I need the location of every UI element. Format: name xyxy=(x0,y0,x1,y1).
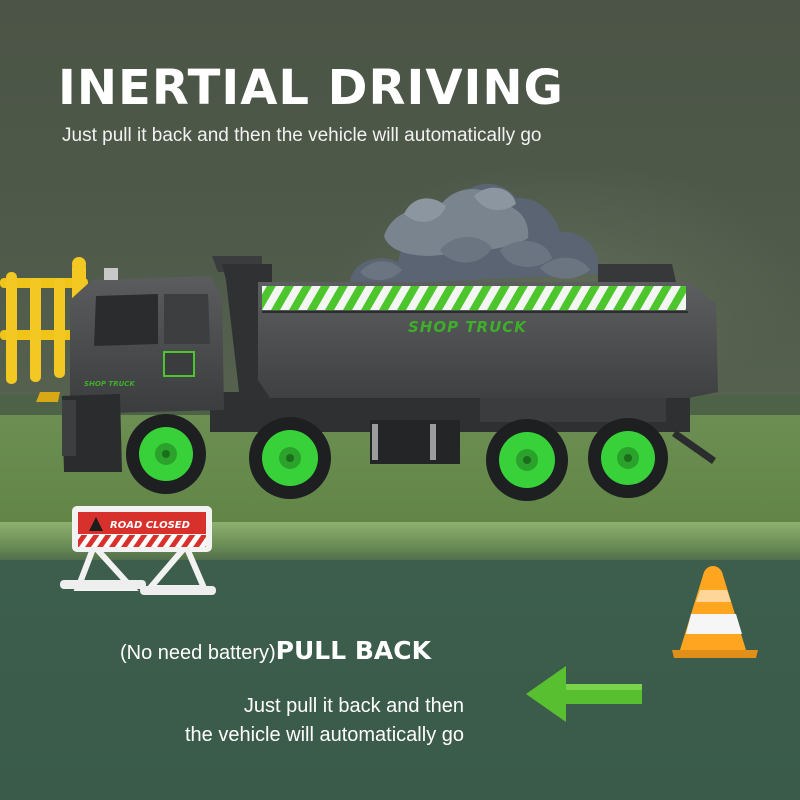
door-badge: SHOP TRUCK xyxy=(84,380,135,388)
second-wheel xyxy=(249,417,331,499)
pull-back-heading-line: (No need battery)PULL BACK xyxy=(120,636,480,665)
front-wheel xyxy=(126,414,206,494)
traffic-cone xyxy=(672,566,758,658)
arrow-left-icon xyxy=(526,666,642,722)
warning-triangle-icon xyxy=(89,517,103,531)
rock-load xyxy=(350,183,599,286)
battery-note: (No need battery) xyxy=(120,642,276,664)
headline-caption: Just pull it back and then the vehicle w… xyxy=(62,125,542,146)
pull-back-description: Just pull it back and then the vehicle w… xyxy=(185,692,464,750)
sign-text: ROAD CLOSED xyxy=(110,520,190,531)
truck-cab xyxy=(62,268,224,472)
box-label: SHOP TRUCK xyxy=(408,318,527,336)
pull-back-heading: PULL BACK xyxy=(275,636,431,665)
rear-wheel xyxy=(588,418,668,498)
third-wheel xyxy=(486,419,568,501)
pull-back-line-2: the vehicle will automatically go xyxy=(184,724,464,746)
road-closed-sign: ROAD CLOSED xyxy=(60,506,216,595)
floor xyxy=(0,560,800,800)
dump-box xyxy=(212,256,718,400)
pull-back-line-1: Just pull it back and then xyxy=(243,695,464,717)
headline: INERTIAL DRIVING xyxy=(58,60,564,116)
